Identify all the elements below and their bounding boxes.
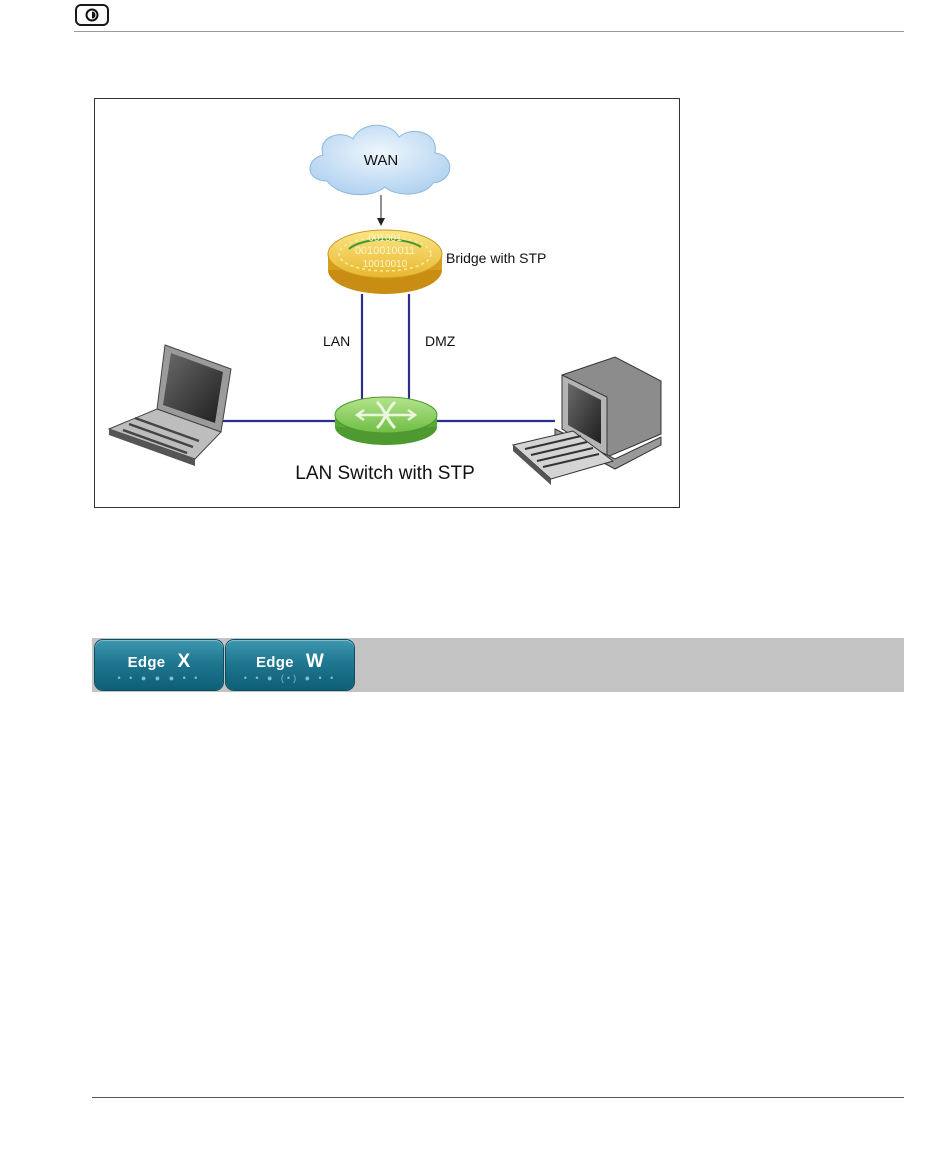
tab-edge-w-word: Edge [256,654,294,671]
dmz-link-label: DMZ [425,333,456,349]
tab-edge-x[interactable]: Edge X • • ● ● ● • • [95,640,223,690]
header-logo-icon [75,4,109,26]
tab-edge-w[interactable]: Edge W • • ● (•) ● • • [226,640,354,690]
tab-edge-x-dots: • • ● ● ● • • [95,673,223,683]
lan-link-label: LAN [323,333,350,349]
wan-cloud-icon: WAN [310,125,450,194]
tab-edge-x-label: Edge X [95,651,223,673]
bridge-device-icon: 001001 0010010011 10010010 [328,230,442,294]
network-diagram-figure: WAN 001001 0010010011 10010010 Bridge wi… [94,98,680,508]
lan-switch-icon [335,397,437,445]
wan-label: WAN [364,152,398,169]
bridge-binary-line-1: 001001 [368,233,402,244]
tab-edge-w-dots: • • ● (•) ● • • [226,673,354,683]
tab-edge-x-word: Edge [128,654,166,671]
edge-tab-bar: Edge X • • ● ● ● • • Edge W • • ● (•) ● • … [92,638,904,692]
network-links [221,195,555,421]
footer-divider [92,1097,904,1098]
switch-label: LAN Switch with STP [295,463,475,484]
network-diagram: WAN 001001 0010010011 10010010 Bridge wi… [95,99,681,509]
header-divider [74,31,904,32]
bridge-label: Bridge with STP [446,250,546,266]
bridge-binary-line-3: 10010010 [363,259,408,270]
logo-mark-icon [84,8,100,22]
tab-edge-w-letter: W [306,651,324,672]
tab-edge-x-letter: X [177,651,190,672]
laptop-icon [109,345,231,466]
bridge-binary-line-2: 0010010011 [355,245,415,257]
tab-edge-w-label: Edge W [226,651,354,673]
